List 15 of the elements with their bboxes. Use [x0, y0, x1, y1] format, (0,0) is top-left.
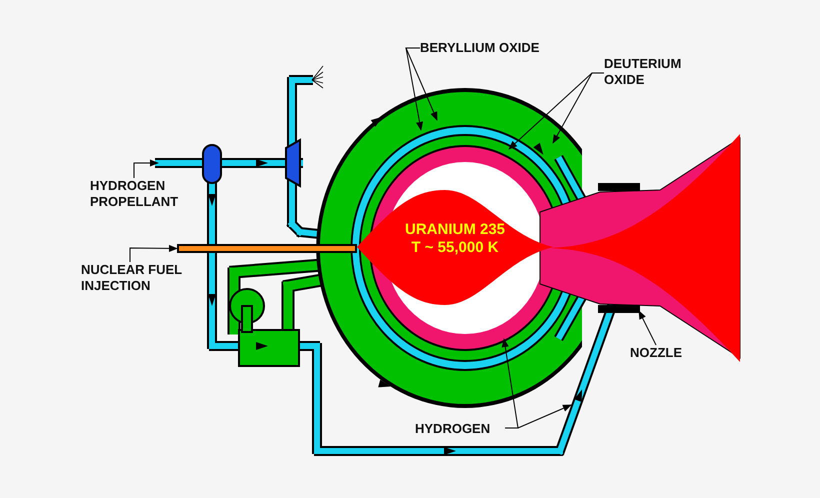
leader-line	[504, 404, 572, 428]
callout-label: HYDROGEN PROPELLANT	[90, 178, 190, 210]
leader-line	[405, 48, 424, 131]
callout-label: BERYLLIUM OXIDE	[420, 40, 560, 56]
leader-line	[638, 310, 656, 346]
leader-line	[502, 338, 519, 428]
callout-label: DEUTERIUM OXIDE	[604, 56, 696, 88]
leader-line	[405, 48, 438, 121]
leader-line	[130, 244, 178, 262]
leader-line	[134, 159, 159, 178]
fuel-pipe	[177, 244, 357, 253]
callout-label: NOZZLE	[630, 345, 692, 361]
core-label: URANIUM 235 T ~ 55,000 K	[404, 221, 506, 257]
callout-label: HYDROGEN	[415, 421, 505, 437]
callout-label: NUCLEAR FUEL INJECTION	[81, 262, 196, 294]
